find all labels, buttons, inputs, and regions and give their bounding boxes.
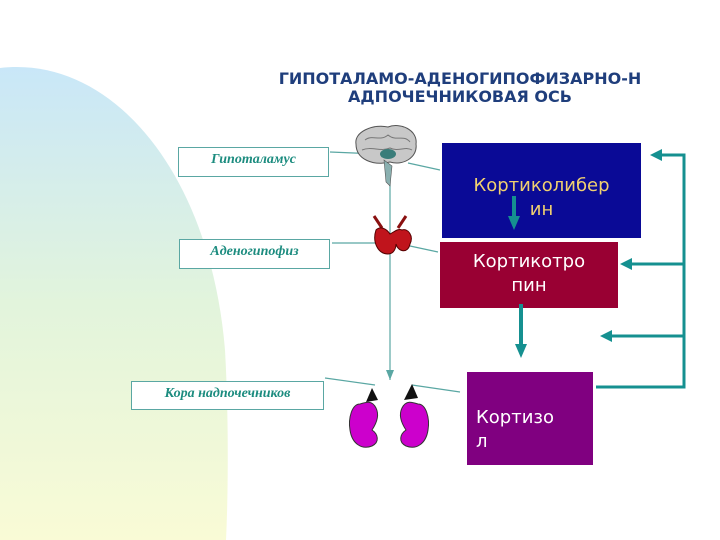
crh-label-line-1: Кортиколибер: [473, 175, 610, 196]
acth-label-line-2: пин: [511, 275, 547, 296]
connector-lines: [324, 151, 461, 393]
crh-label-line-2: ин: [529, 199, 554, 220]
acth-box: [440, 242, 618, 308]
axis-arrow-head: [386, 370, 394, 380]
crh-box: [442, 143, 641, 238]
brain-icon: [355, 125, 417, 187]
label-adenohypophysis: Аденогипофиз: [179, 239, 330, 269]
feedback-arrow-head-cortisol: [600, 330, 612, 342]
crh-to-acth-arrow-head: [508, 216, 520, 230]
title-line-1: ГИПОТАЛАМО-АДЕНОГИПОФИЗАРНО-Н: [278, 69, 642, 88]
cortisol-label-line-1: Кортизо: [476, 407, 554, 428]
label-hypothalamus: Гипоталамус: [178, 147, 329, 177]
cortisol-label-line-2: л: [476, 431, 488, 452]
kidney-right-icon: [399, 384, 429, 448]
feedback-arrow-head-crh: [650, 149, 662, 161]
acth-label: Кортикотро пин: [440, 250, 618, 298]
acth-to-cortisol-arrow-head: [515, 344, 527, 358]
page-title: ГИПОТАЛАМО-АДЕНОГИПОФИЗАРНО-Н АДПОЧЕЧНИК…: [230, 70, 690, 106]
title-line-2: АДПОЧЕЧНИКОВАЯ ОСЬ: [348, 87, 572, 106]
pituitary-icon: [372, 215, 412, 255]
feedback-arrows: [596, 153, 686, 389]
label-adrenal-cortex: Кора надпочечников: [131, 381, 324, 410]
cortisol-box: [467, 372, 593, 465]
crh-label: Кортиколибер ин: [442, 174, 641, 222]
feedback-arrow-head-acth: [620, 258, 632, 270]
kidney-left-icon: [349, 388, 379, 448]
cortisol-label: Кортизо л: [476, 406, 586, 454]
acth-label-line-1: Кортикотро: [472, 251, 586, 272]
